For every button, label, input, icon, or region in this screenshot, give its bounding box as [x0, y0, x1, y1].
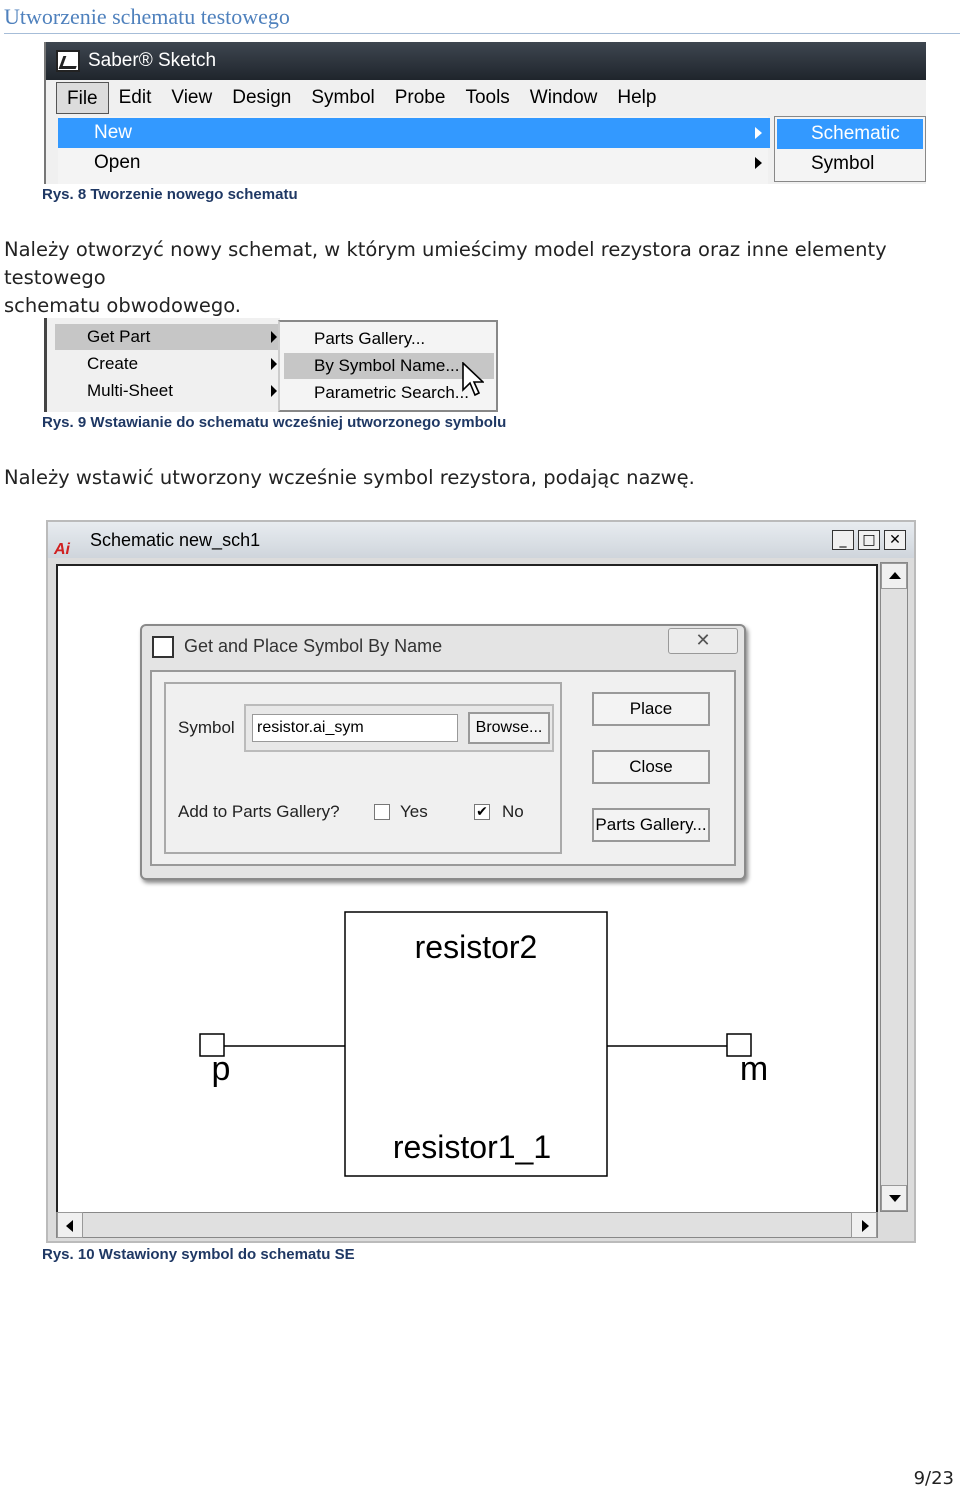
- browse-button[interactable]: Browse...: [468, 712, 550, 744]
- pin-p-label: p: [212, 1050, 231, 1088]
- gallery-question-label: Add to Parts Gallery?: [178, 802, 340, 821]
- pin-m-label: m: [740, 1050, 768, 1088]
- saber-sketch-screenshot: Saber® Sketch File Edit View Design Symb…: [44, 42, 926, 184]
- scroll-left-icon[interactable]: [57, 1212, 83, 1238]
- saber-app-icon: [56, 50, 80, 72]
- new-submenu: Schematic Symbol: [774, 116, 926, 182]
- symbol-input[interactable]: [252, 714, 458, 742]
- resistor-symbol[interactable]: resistor2 resistor1_1 p m: [58, 566, 880, 1216]
- component-name: resistor2: [415, 929, 538, 965]
- menu-view[interactable]: View: [171, 87, 213, 108]
- yes-checkbox[interactable]: [374, 804, 390, 820]
- symbol-body: [344, 911, 608, 1177]
- dialog-body: Symbol Browse... Add to Parts Gallery? Y…: [150, 670, 736, 866]
- symbol-label: Symbol: [178, 718, 235, 737]
- vertical-scrollbar[interactable]: [880, 562, 908, 1212]
- dialog-close-icon[interactable]: ✕: [668, 628, 738, 654]
- minimize-icon[interactable]: _: [832, 530, 854, 550]
- scroll-down-icon[interactable]: [881, 1185, 907, 1211]
- symbol-group: Symbol Browse... Add to Parts Gallery? Y…: [164, 682, 562, 854]
- page-number: 9/23: [913, 1468, 954, 1489]
- no-label: No: [502, 802, 524, 821]
- page-heading: Utworzenie schematu testowego: [4, 4, 960, 34]
- yes-label: Yes: [400, 802, 428, 821]
- schematic-canvas[interactable]: resistor2 resistor1_1 p m Get and Place …: [56, 564, 878, 1214]
- figure-10-caption: Rys. 10 Wstawiony symbol do schematu SE: [42, 1246, 355, 1263]
- menu-window[interactable]: Window: [529, 87, 598, 108]
- schematic-window-titlebar: Ai Schematic new_sch1 _ □ ✕: [48, 522, 914, 558]
- no-checkbox[interactable]: ✔: [474, 804, 490, 820]
- submenu-arrow-icon: [755, 127, 762, 139]
- menu-item-open[interactable]: Open: [58, 148, 770, 178]
- dialog-app-icon: [152, 636, 174, 658]
- instance-name: resistor1_1: [393, 1129, 551, 1165]
- menu-item-new-label: New: [94, 122, 133, 143]
- get-part-label: Get Part: [87, 327, 151, 346]
- menu-item-open-label: Open: [94, 152, 141, 173]
- submenu-arrow-icon: [271, 331, 277, 343]
- app-title: Saber® Sketch: [88, 50, 217, 71]
- menu-item-get-part[interactable]: Get Part: [55, 324, 279, 350]
- create-label: Create: [87, 354, 139, 373]
- dialog-title: Get and Place Symbol By Name: [184, 636, 443, 656]
- schematic-context-menu: Get Part Create Multi-Sheet: [44, 318, 280, 412]
- schematic-window-screenshot: Ai Schematic new_sch1 _ □ ✕ resistor2 re…: [46, 520, 916, 1243]
- figure-8-caption: Rys. 8 Tworzenie nowego schematu: [42, 186, 298, 203]
- menu-tools[interactable]: Tools: [465, 87, 510, 108]
- menu-item-multi-sheet[interactable]: Multi-Sheet: [55, 378, 279, 404]
- menu-probe[interactable]: Probe: [394, 87, 446, 108]
- menu-design[interactable]: Design: [232, 87, 292, 108]
- menu-file[interactable]: File: [56, 82, 109, 114]
- menu-item-symbol[interactable]: Symbol: [811, 153, 875, 174]
- place-button[interactable]: Place: [592, 692, 710, 726]
- paragraph-1-line-1: Należy otworzyć nowy schemat, w którym u…: [4, 238, 887, 289]
- dialog-titlebar: Get and Place Symbol By Name: [142, 626, 744, 666]
- menu-edit[interactable]: Edit: [118, 87, 152, 108]
- menu-item-schematic[interactable]: Schematic: [777, 119, 923, 149]
- menu-symbol[interactable]: Symbol: [311, 87, 375, 108]
- window-logo: Ai: [54, 541, 70, 558]
- figure-9-caption: Rys. 9 Wstawianie do schematu wcześniej …: [42, 414, 507, 431]
- menu-item-by-symbol-name[interactable]: By Symbol Name...: [284, 353, 494, 379]
- scroll-up-icon[interactable]: [881, 563, 907, 589]
- menu-item-parts-gallery[interactable]: Parts Gallery...: [314, 329, 426, 348]
- schematic-window-title: Schematic new_sch1: [90, 530, 261, 550]
- menu-bar: File Edit View Design Symbol Probe Tools…: [56, 82, 926, 114]
- menu-item-create[interactable]: Create: [55, 351, 279, 377]
- pin-m-box: [726, 1033, 752, 1057]
- multi-sheet-label: Multi-Sheet: [87, 381, 173, 400]
- get-part-submenu: Parts Gallery... By Symbol Name... Param…: [278, 320, 498, 412]
- paragraph-1-line-2: schematu obwodowego.: [4, 294, 241, 317]
- get-and-place-dialog: Get and Place Symbol By Name ✕ Symbol Br…: [140, 624, 746, 880]
- menu-help[interactable]: Help: [617, 87, 657, 108]
- menu-item-new[interactable]: New: [58, 118, 770, 148]
- submenu-arrow-icon: [755, 157, 762, 169]
- close-icon[interactable]: ✕: [884, 530, 906, 550]
- file-dropdown: New Open: [58, 116, 770, 184]
- paragraph-1: Należy otworzyć nowy schemat, w którym u…: [4, 236, 960, 320]
- get-part-menu-screenshot: Get Part Create Multi-Sheet Parts Galler…: [44, 318, 500, 414]
- maximize-icon[interactable]: □: [858, 530, 880, 550]
- mouse-cursor-icon: [462, 362, 484, 397]
- horizontal-scrollbar[interactable]: [56, 1212, 878, 1238]
- menu-item-parametric-search[interactable]: Parametric Search...: [314, 383, 469, 402]
- parts-gallery-button[interactable]: Parts Gallery...: [592, 808, 710, 842]
- saber-title-bar: Saber® Sketch: [46, 42, 926, 80]
- close-button[interactable]: Close: [592, 750, 710, 784]
- submenu-arrow-icon: [271, 358, 277, 370]
- symbol-input-row: Browse...: [244, 704, 554, 752]
- paragraph-2: Należy wstawić utworzony wcześnie symbol…: [4, 466, 695, 489]
- pin-p-box: [199, 1033, 225, 1057]
- submenu-arrow-icon: [271, 385, 277, 397]
- scroll-right-icon[interactable]: [851, 1212, 877, 1238]
